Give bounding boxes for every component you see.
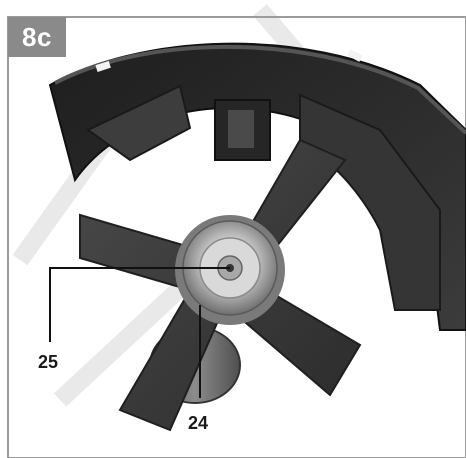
figure-tab — [8, 17, 66, 57]
leader-25 — [49, 267, 230, 342]
guard-left-pad — [86, 84, 192, 162]
callout-25: 25 — [38, 352, 59, 372]
guard-rim — [54, 44, 466, 135]
frame-border — [7, 16, 466, 458]
figure-label: 8c — [22, 22, 52, 52]
motor-mount-clip — [228, 110, 254, 148]
rim-notch — [95, 60, 111, 72]
rim-notch — [346, 49, 363, 62]
callout-24: 24 — [188, 413, 209, 433]
